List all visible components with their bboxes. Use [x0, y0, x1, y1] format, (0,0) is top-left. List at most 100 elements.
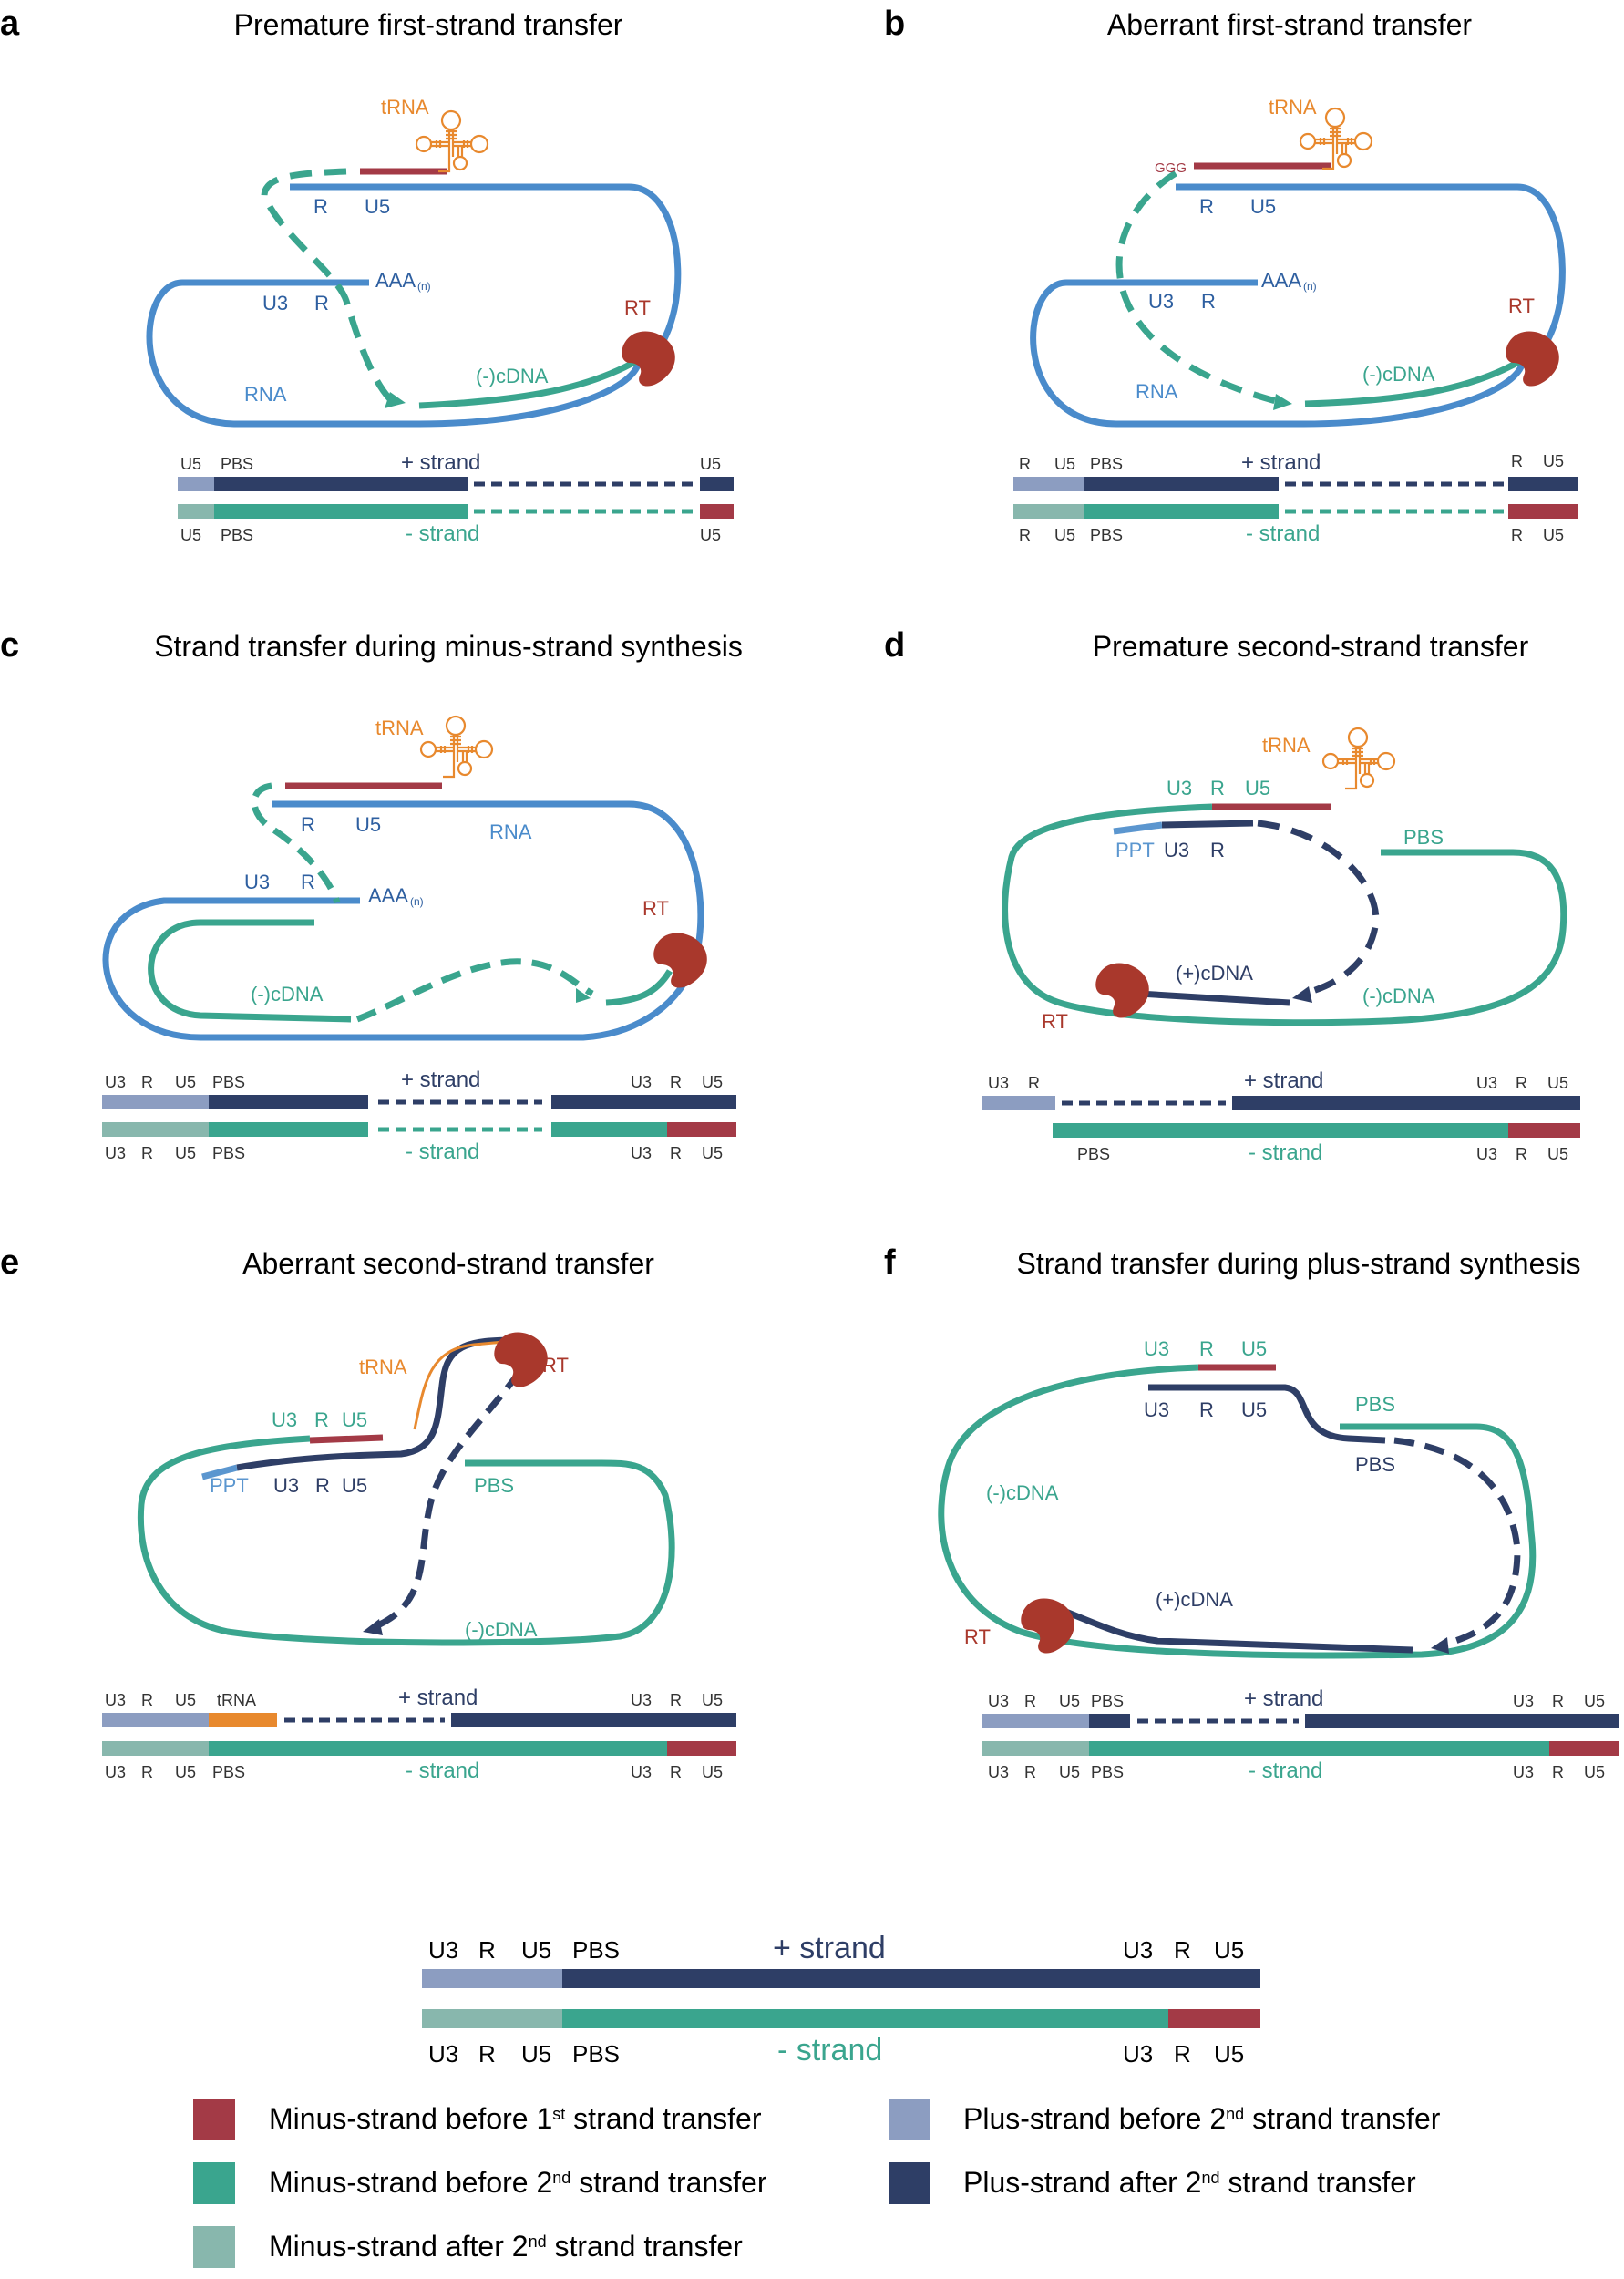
panel-e: e Aberrant second-strand transfer RT tRN… — [0, 1243, 736, 1783]
bar-label: U3 — [988, 1692, 1009, 1710]
bar-label: R — [1516, 1074, 1527, 1092]
plus-cdna — [1113, 820, 1380, 1006]
bar-label: U5 — [1547, 1145, 1568, 1163]
rna-label: RNA — [244, 383, 287, 406]
pbs-label: PBS — [1355, 1453, 1395, 1476]
bar-label: R — [1024, 1692, 1036, 1710]
bar-label: PBS — [212, 1763, 245, 1781]
bar-label: R — [141, 1144, 153, 1162]
label-u5: U5 — [1245, 777, 1270, 799]
polya-label: AAA — [1261, 269, 1301, 292]
panel-letter: d — [884, 626, 905, 665]
legend-label: Plus-strand before 2nd strand transfer — [963, 2102, 1441, 2135]
minus-cdna-loop — [938, 1364, 1537, 1659]
bar-label: U3 — [105, 1073, 126, 1091]
bar-label: R — [1552, 1763, 1564, 1781]
label-u3: U3 — [1148, 290, 1174, 313]
panel-title: Premature first-strand transfer — [234, 8, 623, 41]
arrowhead — [385, 392, 406, 408]
bar-label: U5 — [702, 1144, 723, 1162]
bar-label: U5 — [1214, 1936, 1244, 1964]
panel-title: Aberrant second-strand transfer — [242, 1247, 654, 1280]
polya-label: AAA — [368, 884, 408, 907]
legend-label: Minus-strand before 1st strand transfer — [269, 2102, 762, 2135]
panel-f: f Strand transfer during plus-strand syn… — [884, 1243, 1619, 1783]
trna-label: tRNA — [381, 96, 429, 119]
strand-bars: R U5 PBS + strand R U5 R U5 PBS - strand… — [1013, 450, 1578, 546]
bar-label: U5 — [1547, 1074, 1568, 1092]
bar-label: PBS — [1091, 1763, 1124, 1781]
bar-label: U3 — [1123, 2040, 1153, 2068]
panel-c: c Strand transfer during minus-strand sy… — [0, 626, 743, 1164]
panel-letter: c — [0, 626, 19, 665]
minus-cdna-loop — [137, 1434, 675, 1646]
bar-label: R — [141, 1691, 153, 1709]
legend-item: Minus-strand before 2nd strand transfer — [193, 2162, 767, 2204]
reference-bars: U3 R U5 PBS + strand U3 R U5 U3 R U5 PBS… — [422, 1931, 1260, 2068]
bar-label: tRNA — [217, 1691, 256, 1709]
label-r: R — [1199, 1398, 1214, 1421]
pbs-label: PBS — [474, 1474, 514, 1497]
label-r: R — [314, 292, 329, 315]
strand-bars: U3 R + strand U3 R U5 PBS - strand U3 R … — [982, 1068, 1580, 1165]
bar-label: PBS — [212, 1073, 245, 1091]
label-r: R — [1199, 1337, 1214, 1360]
polya-sub: (n) — [410, 895, 424, 908]
polya-sub: (n) — [417, 280, 431, 293]
bar-label: U5 — [175, 1073, 196, 1091]
rt-label: RT — [1042, 1010, 1068, 1033]
bar-label: U5 — [702, 1691, 723, 1709]
plus-cdna-label: (+)cDNA — [1176, 962, 1253, 985]
bar-label: R — [1019, 526, 1031, 544]
minus-strand-label: - strand — [406, 521, 479, 546]
bar-label: PBS — [212, 1144, 245, 1162]
plus-cdna-label: (+)cDNA — [1156, 1588, 1233, 1611]
rna-loop — [1030, 183, 1566, 428]
label-u5: U5 — [1241, 1337, 1267, 1360]
arrowhead — [1273, 394, 1292, 410]
legend-item: Minus-strand before 1st strand transfer — [193, 2099, 762, 2140]
bar-label: R — [1019, 455, 1031, 473]
trna-icon — [419, 715, 494, 779]
bar-label: U3 — [428, 1936, 458, 1964]
bar-label: R — [670, 1763, 682, 1781]
minus-cdna — [261, 168, 640, 409]
trna-label: tRNA — [1269, 96, 1317, 119]
bar-label: U5 — [1214, 2040, 1244, 2068]
bar-label: R — [670, 1144, 682, 1162]
panel-a: a Premature first-strand transfer tRNA R… — [0, 5, 734, 546]
label-u5: U5 — [355, 813, 381, 836]
plus-strand-label: + strand — [1244, 1068, 1323, 1093]
legend-label: Minus-strand after 2nd strand transfer — [269, 2230, 743, 2263]
panel-title: Strand transfer during plus-strand synth… — [1017, 1247, 1581, 1280]
strand-bars: U5 PBS + strand U5 U5 PBS - strand U5 — [178, 450, 734, 546]
rt-icon — [1021, 1598, 1074, 1654]
panel-letter: f — [884, 1243, 896, 1282]
rna-label: RNA — [489, 820, 532, 843]
minus-cdna-label: (-)cDNA — [465, 1618, 538, 1641]
bar-label: U5 — [180, 455, 201, 473]
panel-letter: a — [0, 5, 20, 43]
plus-strand-label: + strand — [1241, 450, 1321, 475]
label-u3: U3 — [1164, 839, 1189, 861]
trna-label: tRNA — [359, 1356, 407, 1378]
bar-label: U3 — [631, 1144, 652, 1162]
label-r: R — [313, 195, 328, 218]
minus-cdna-label: (-)cDNA — [476, 365, 549, 387]
rt-label: RT — [542, 1354, 569, 1377]
rna-loop — [146, 183, 682, 428]
bar-label: PBS — [221, 526, 253, 544]
bar-label: U5 — [521, 1936, 551, 1964]
legend-item: Plus-strand after 2nd strand transfer — [889, 2162, 1416, 2204]
bar-label: U5 — [700, 455, 721, 473]
bar-label: R — [670, 1691, 682, 1709]
strand-bars: U3 R U5 PBS + strand U3 R U5 U3 R U5 PBS… — [982, 1686, 1619, 1783]
minus-cdna — [1115, 162, 1524, 407]
bar-label: R — [1511, 452, 1523, 470]
polya-label: AAA — [375, 269, 416, 292]
bar-label: U5 — [1054, 526, 1075, 544]
minus-strand-label: - strand — [1246, 521, 1320, 546]
plus-strand-label: + strand — [773, 1931, 886, 1965]
bar-label: U3 — [631, 1073, 652, 1091]
